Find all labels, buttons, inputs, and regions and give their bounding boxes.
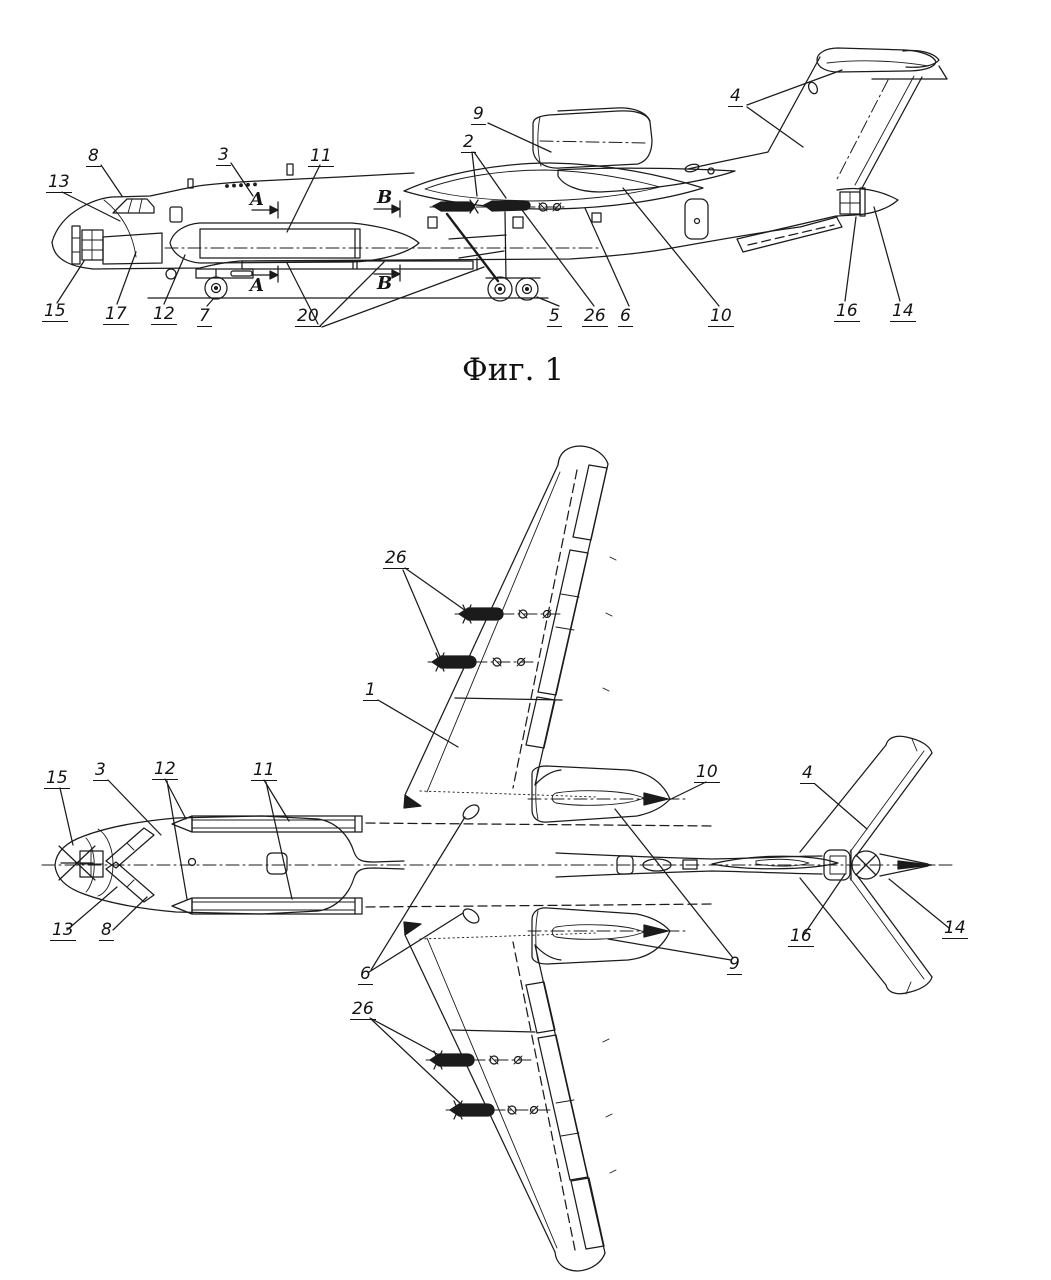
callout-label: 4	[800, 763, 815, 784]
wing-lower	[403, 921, 617, 1272]
section-mark-arrows	[251, 200, 401, 283]
wing-upper	[403, 445, 617, 809]
tail-rotor	[851, 850, 881, 880]
top-view-figure	[41, 445, 956, 1272]
engine-nacelle-top	[527, 765, 687, 823]
callout-label: 16	[834, 301, 860, 322]
antenna-mast	[286, 163, 294, 176]
fuselage-hatch	[266, 852, 288, 875]
nose-wheel	[204, 276, 228, 300]
windscreen	[112, 198, 155, 214]
callout-label: 6	[358, 964, 373, 985]
callout-label: 8	[86, 146, 101, 167]
callout-label: 14	[890, 301, 916, 322]
callout-label: 11	[251, 760, 277, 781]
tailplane-top-view	[799, 735, 933, 995]
section-letter: A	[250, 189, 264, 210]
side-pod	[169, 222, 420, 264]
callout-label: 12	[151, 304, 177, 325]
main-wheel	[515, 277, 539, 301]
windscreen-top-view	[105, 827, 155, 869]
callout-label: 2	[461, 132, 476, 153]
callout-label: 9	[727, 954, 742, 975]
callout-label: 15	[44, 768, 70, 789]
callout-label: 10	[708, 306, 734, 327]
antenna-mast	[187, 178, 194, 189]
callout-label: 7	[197, 306, 212, 327]
section-letter: A	[250, 275, 264, 296]
callout-label: 11	[308, 146, 334, 167]
windscreen-top-view	[105, 861, 155, 903]
engine-nacelle-top	[527, 907, 687, 965]
store-torpedo	[483, 200, 531, 212]
callout-label: 20	[295, 306, 321, 327]
nose-fairing	[102, 232, 163, 265]
figure-caption: Фиг. 1	[462, 352, 565, 388]
callout-label: 13	[50, 920, 76, 941]
section-letter: B	[377, 273, 393, 294]
fuselage-door	[684, 198, 709, 240]
sensor-pod	[462, 908, 480, 924]
callout-label: 9	[471, 104, 486, 125]
main-wheel	[487, 276, 513, 302]
cargo-container-top	[191, 897, 363, 915]
underwing-stores	[425, 604, 563, 1120]
tail-bullet-fairing	[902, 49, 940, 68]
callout-label: 14	[942, 918, 968, 939]
callout-label: 3	[93, 760, 108, 781]
store-torpedo	[432, 201, 475, 212]
tail-apparatus-top	[823, 849, 851, 881]
callout-label: 5	[547, 306, 562, 327]
section-letter: B	[377, 187, 393, 208]
callout-label: 6	[618, 306, 633, 327]
callout-label: 17	[103, 304, 129, 325]
callout-label: 16	[788, 926, 814, 947]
belly-ramp	[736, 215, 843, 253]
callout-label: 15	[42, 301, 68, 322]
leader-lines	[59, 567, 950, 1105]
aft-fairing	[557, 167, 736, 193]
callout-label: 1	[363, 680, 378, 701]
callout-label: 26	[383, 548, 409, 569]
side-view-figure	[51, 47, 948, 328]
sensor-pod	[462, 804, 480, 820]
callout-label: 26	[582, 306, 608, 327]
callout-label: 12	[152, 759, 178, 780]
propeller-disc	[71, 225, 81, 265]
callout-label: 13	[46, 172, 72, 193]
cargo-container	[199, 228, 361, 259]
callout-label: 3	[216, 145, 231, 166]
callout-label: 10	[694, 762, 720, 783]
callout-label: 8	[99, 920, 114, 941]
fin-top-view	[711, 855, 839, 870]
leader-lines	[56, 69, 901, 328]
callout-label: 4	[728, 86, 743, 107]
engine-nacelle	[532, 110, 653, 169]
tailplane-pod	[816, 47, 937, 73]
callout-label: 26	[350, 999, 376, 1020]
